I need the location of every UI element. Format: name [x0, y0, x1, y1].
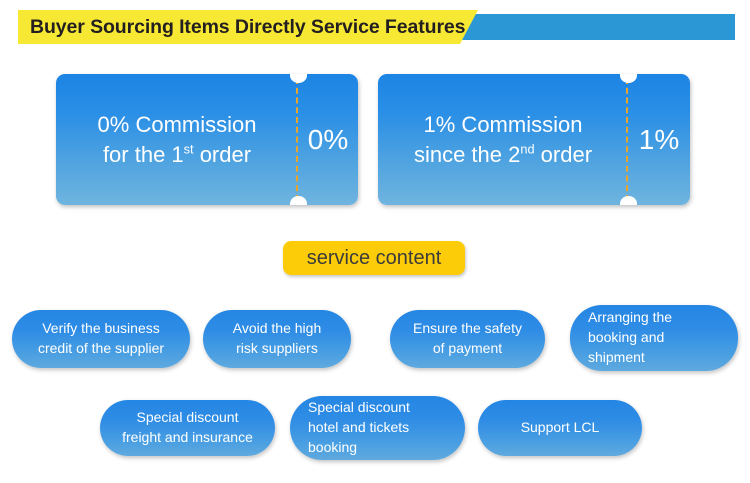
service-content-badge: service content	[283, 241, 465, 275]
ticket-notch-top-icon	[289, 74, 307, 83]
page-title: Buyer Sourcing Items Directly Service Fe…	[30, 16, 466, 38]
service-pill-label: Support LCL	[520, 419, 600, 436]
service-pill-label: Special discount freight and insurance	[122, 409, 253, 445]
commission-ticket-card: 0% Commission for the 1st order 0%	[56, 74, 358, 205]
service-pill: Verify the business credit of the suppli…	[12, 310, 190, 368]
service-content-label: service content	[306, 246, 442, 269]
commission-ticket-card: 1% Commission since the 2nd order 1%	[378, 74, 690, 205]
ticket-notch-bottom-icon	[619, 196, 637, 205]
service-pill: Avoid the high risk suppliers	[203, 310, 351, 368]
ticket-stub-section: 0%	[298, 74, 358, 205]
service-pill: Special discount hotel and tickets booki…	[290, 396, 465, 460]
ticket-main-section: 1% Commission since the 2nd order	[378, 74, 628, 205]
ticket-notch-top-icon	[619, 74, 637, 83]
service-pill: Support LCL	[478, 400, 642, 456]
service-pill-label: Verify the business credit of the suppli…	[37, 320, 165, 356]
service-pill: Ensure the safety of payment	[390, 310, 545, 368]
service-pill: Arranging the booking and shipment	[570, 305, 738, 371]
ticket-main-section: 0% Commission for the 1st order	[56, 74, 298, 205]
header-banner: Buyer Sourcing Items Directly Service Fe…	[0, 10, 750, 44]
service-pill-label: Avoid the high risk suppliers	[232, 320, 322, 356]
ticket-line1: 0% Commission	[97, 112, 257, 138]
header-yellow-tab	[18, 10, 478, 44]
ticket-dashed-divider	[626, 78, 628, 201]
ticket-line2-pre: for the 1	[102, 141, 184, 167]
service-pill-label: Ensure the safety of payment	[413, 320, 522, 356]
header-blue-bar	[455, 14, 735, 40]
ticket-stub-value: 0%	[307, 123, 349, 155]
ticket-line2-ordinal: st	[183, 141, 194, 157]
service-pill: Special discount freight and insurance	[100, 400, 275, 456]
ticket-main-text: 1% Commission since the 2nd order	[414, 110, 592, 168]
ticket-line2-post: order	[193, 141, 252, 167]
service-pill-label: Special discount hotel and tickets booki…	[308, 399, 410, 455]
ticket-line2-pre: since the 2	[413, 141, 521, 167]
ticket-notch-bottom-icon	[289, 196, 307, 205]
service-pill-label: Arranging the booking and shipment	[588, 309, 673, 365]
ticket-main-text: 0% Commission for the 1st order	[98, 110, 257, 168]
ticket-line2-ordinal: nd	[520, 141, 535, 157]
ticket-stub-section: 1%	[628, 74, 690, 205]
ticket-stub-value: 1%	[638, 123, 680, 155]
ticket-dashed-divider	[296, 78, 298, 201]
ticket-line2-post: order	[534, 141, 593, 167]
ticket-line1: 1% Commission	[423, 112, 583, 138]
